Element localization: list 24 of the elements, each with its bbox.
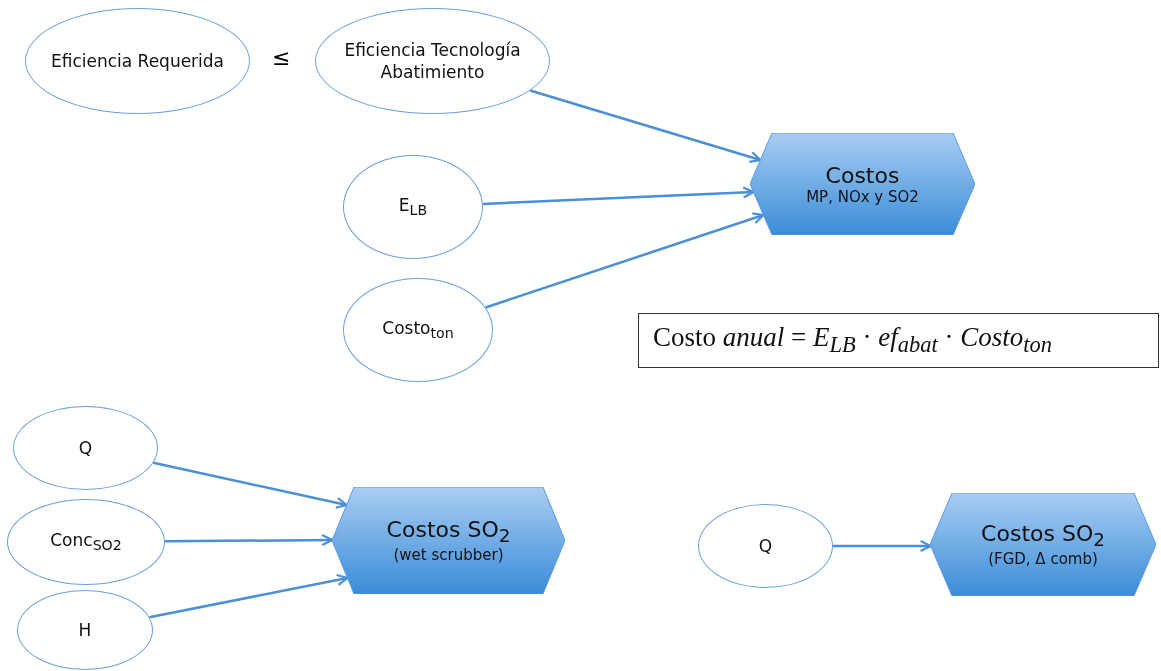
less-equal-sign: ≤ <box>272 45 291 70</box>
node-text: Conc$_{SO2}$ <box>50 529 122 555</box>
arrow <box>529 89 762 163</box>
arrow <box>833 539 932 553</box>
node-text: H <box>78 618 92 642</box>
node-text: E$_{LB}$ <box>398 194 428 220</box>
formula-box <box>638 313 1159 368</box>
node-subtitle: (FGD, Δ comb) <box>988 550 1098 569</box>
formula-text: Costo anual = E$_{LB}$ · ef$_{abat}$ · Costo$_{ton}$ <box>653 322 1053 359</box>
node-text: Eficiencia Tecnología Abatimiento <box>343 38 522 84</box>
arrow <box>482 186 755 206</box>
node-text: Eficiencia Requerida <box>50 49 225 73</box>
arrow <box>485 212 765 309</box>
node-subtitle: MP, NOx y SO2 <box>806 187 919 206</box>
node-text: Costo$_{ton}$ <box>382 317 454 343</box>
node-title: Costos SO$_{2}$ <box>386 516 511 547</box>
node-title: Costos <box>825 162 900 188</box>
node-text: Q <box>78 436 93 460</box>
node-text: Q <box>758 534 773 558</box>
arrow <box>149 573 349 619</box>
node-title: Costos SO$_{2}$ <box>981 520 1105 551</box>
arrow <box>153 461 348 509</box>
node-subtitle: (wet scrubber) <box>393 546 504 565</box>
arrow <box>164 534 334 547</box>
